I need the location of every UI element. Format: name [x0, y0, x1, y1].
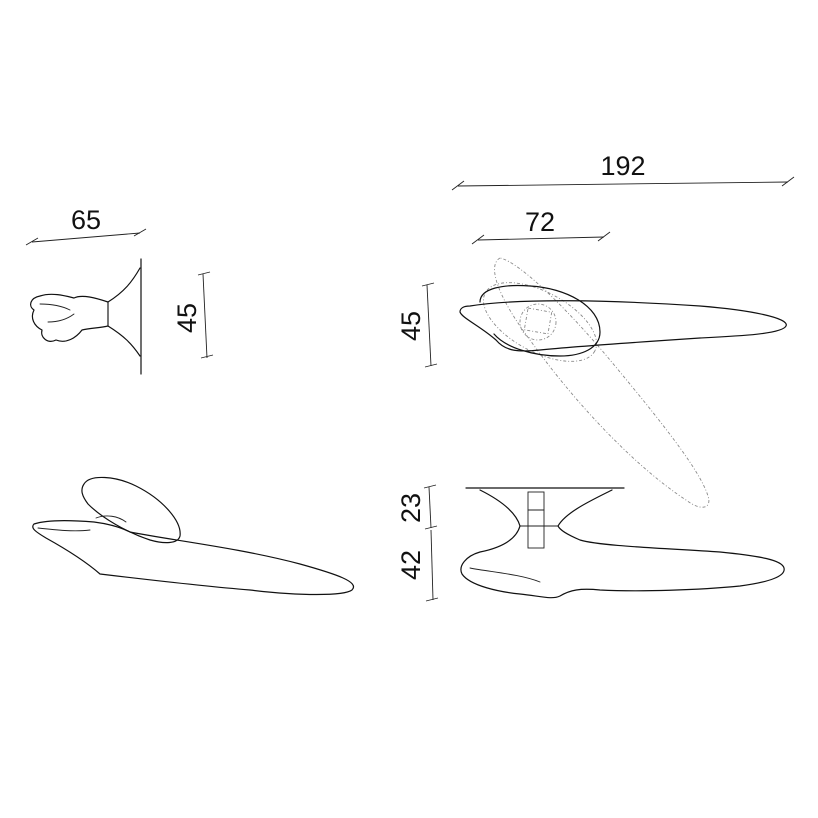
dimension-line-width	[31, 232, 141, 243]
dimension-label-width: 65	[71, 205, 101, 235]
dimension-line-height	[202, 273, 208, 359]
dimension-line-plan-height	[426, 284, 432, 367]
perspective-view	[32, 476, 355, 596]
dimension-line-rose-projection	[428, 486, 432, 529]
lever-top	[459, 300, 787, 352]
dimension-label-height: 45	[172, 303, 202, 333]
dimension-label-lever-height: 42	[396, 550, 426, 580]
rose	[107, 267, 141, 357]
dimension-line-lever-height	[430, 529, 434, 601]
rose-profile	[479, 489, 613, 527]
end-view: 65 45	[25, 205, 214, 375]
side-view: 23 42	[396, 484, 785, 602]
grip-end	[30, 293, 109, 342]
dimension-label-plan-height: 45	[396, 311, 426, 341]
rose-top	[479, 284, 601, 357]
dimension-line-length	[457, 181, 789, 187]
lever-body	[32, 520, 355, 596]
plan-view: 192 72 45	[396, 151, 795, 508]
dimension-label-length: 192	[600, 151, 645, 181]
dimension-label-rose-projection: 23	[396, 493, 426, 523]
rose-disc	[81, 476, 181, 544]
lever-profile	[460, 525, 785, 599]
dimension-line-rose	[477, 236, 605, 241]
spindle	[527, 491, 545, 549]
dimension-label-rose: 72	[525, 207, 555, 237]
rotated-handle-ghost	[494, 257, 710, 508]
